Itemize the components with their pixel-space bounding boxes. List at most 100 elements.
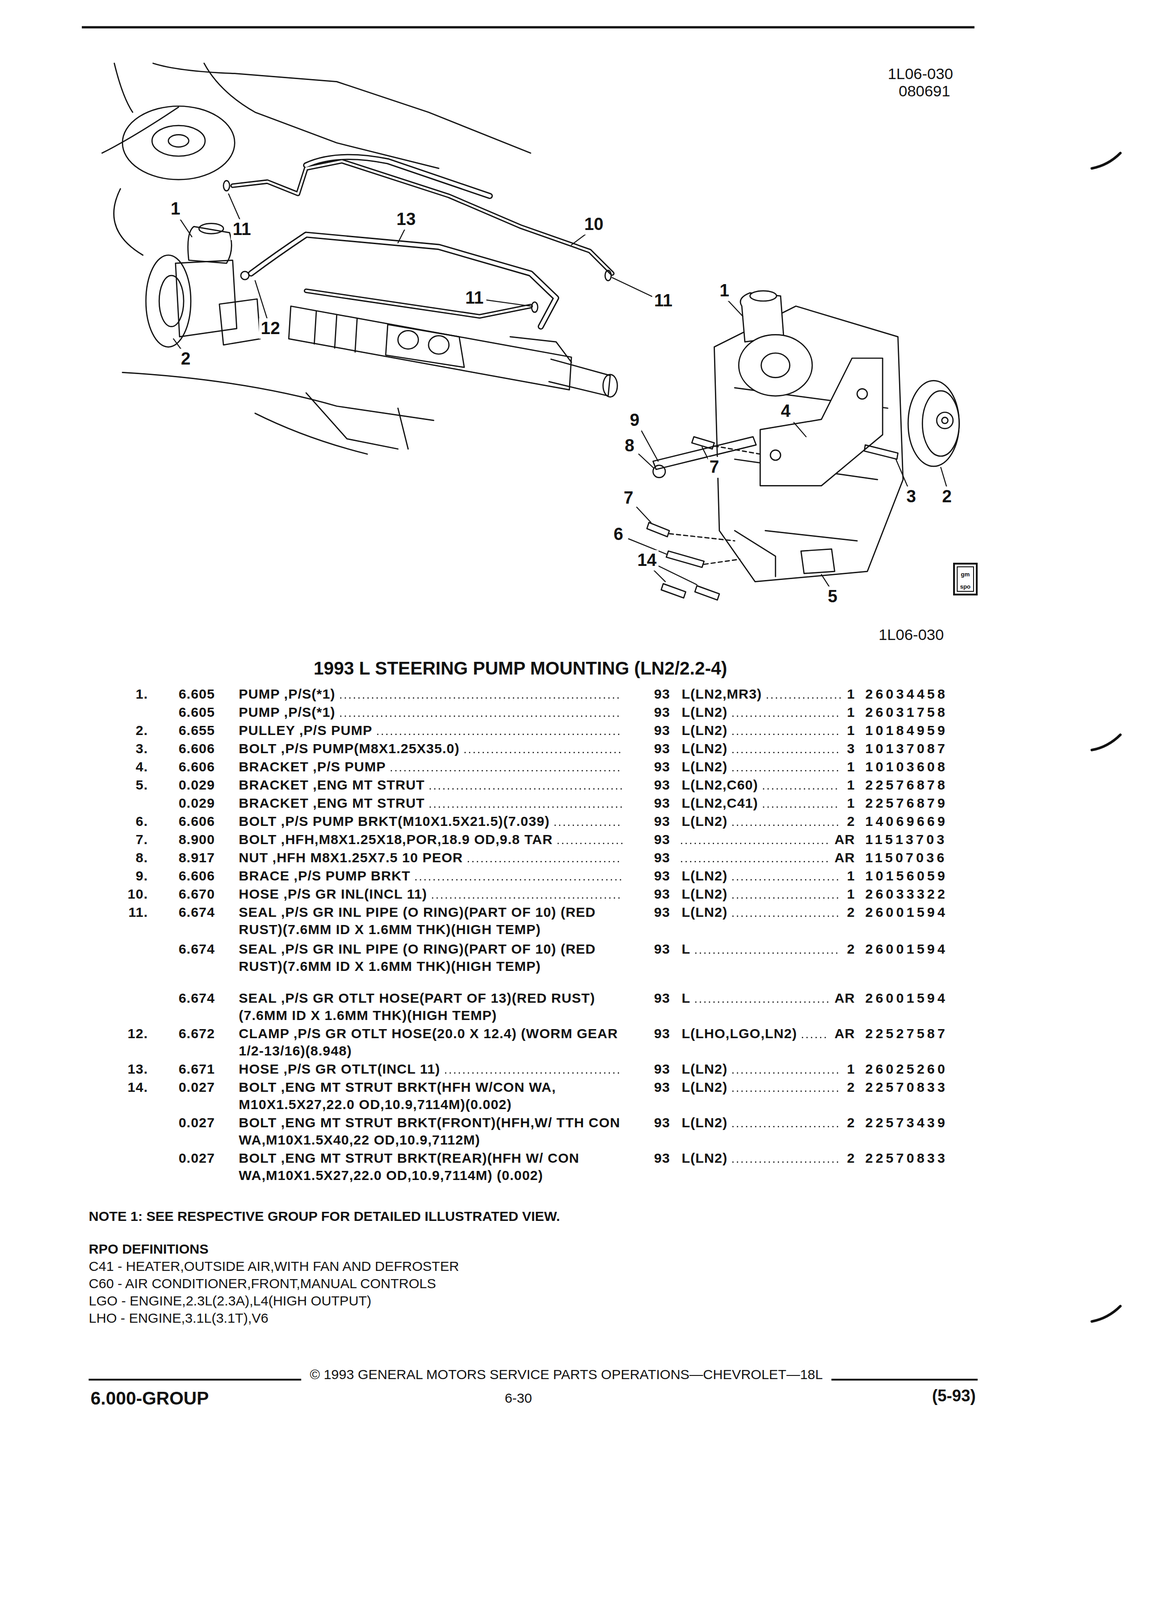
steering-gear	[549, 359, 611, 396]
part-number: 14069669	[865, 812, 948, 830]
group-code: 8.900	[178, 830, 215, 849]
body-structure	[153, 63, 531, 154]
dot-leader	[733, 1072, 841, 1074]
dot-leader	[430, 806, 623, 808]
group-code: 6.605	[178, 685, 215, 703]
group-number: 6.000-GROUP	[88, 1387, 211, 1409]
item-number: 13.	[127, 1060, 149, 1078]
model-year: 93	[654, 1114, 670, 1132]
leader-line	[173, 194, 948, 590]
part-description: BOLT ,ENG MT STRUT BRKT(REAR)(HFH W/ CON…	[238, 1149, 639, 1184]
model-year: 93	[654, 867, 670, 885]
leader-line	[228, 194, 240, 220]
dot-leader	[432, 897, 623, 899]
callout-number: 11	[652, 290, 675, 312]
quantity: 1	[847, 867, 856, 885]
steering-gear	[428, 335, 450, 355]
gm-spo-logo	[957, 566, 974, 592]
model-usage: L(LN2)	[681, 812, 728, 830]
leader-line	[653, 569, 666, 582]
model-usage: L(LN2)	[681, 903, 728, 921]
item-number: 4.	[135, 758, 148, 776]
callout-number: 2	[179, 348, 193, 370]
body-structure	[122, 372, 434, 421]
fastener	[734, 530, 776, 577]
leader-line	[612, 277, 654, 298]
gm-spo-logo	[954, 563, 977, 595]
power-steering-pump	[761, 353, 790, 378]
part-description: SEAL ,P/S GR OTLT HOSE(PART OF 13)(RED R…	[238, 989, 639, 1025]
quantity: 2	[847, 812, 856, 830]
model-year: 93	[654, 989, 670, 1007]
item-number: 3.	[135, 739, 148, 758]
dot-leader	[391, 769, 623, 772]
part-number: 22576879	[865, 794, 948, 812]
quantity: 1	[847, 794, 856, 812]
dot-leader	[733, 1125, 841, 1128]
group-code: 6.606	[178, 867, 215, 885]
assembly-line	[669, 445, 761, 565]
model-usage: L(LN2,MR3)	[681, 685, 763, 703]
quantity: 2	[847, 1149, 856, 1167]
dot-leader	[733, 915, 841, 917]
dot-leader	[733, 1161, 841, 1163]
part-number: 10103608	[865, 758, 948, 776]
power-steering-pump	[187, 226, 232, 264]
part-number: 22576878	[865, 776, 948, 794]
leader-line	[794, 422, 807, 437]
model-usage: L(LN2,C60)	[681, 776, 759, 794]
top-rule	[81, 26, 975, 29]
part-description: BOLT ,ENG MT STRUT BRKT(HFH W/CON WA, M1…	[238, 1078, 639, 1114]
callout-number: 13	[394, 209, 418, 230]
part-description: BOLT ,P/S PUMP BRKT(M10X1.5X21.5)(7.039)	[238, 812, 639, 830]
part-number: 26033322	[865, 885, 948, 903]
dot-leader	[468, 860, 623, 863]
group-code: 6.674	[178, 903, 215, 921]
dot-leader	[733, 824, 841, 826]
leader-line	[727, 299, 744, 317]
dot-leader	[558, 842, 623, 845]
dot-leader	[763, 806, 841, 808]
power-steering-pump	[145, 223, 260, 348]
leader-line	[486, 299, 531, 306]
page-title: 1993 L STEERING PUMP MOUNTING (LN2/2.2-4…	[313, 657, 728, 680]
o-ring-seal	[531, 302, 538, 313]
dot-leader	[733, 897, 841, 899]
dot-leader	[733, 769, 841, 772]
quantity: 2	[847, 940, 856, 958]
group-code: 6.670	[178, 885, 215, 903]
callout-number: 3	[904, 486, 918, 508]
model-year: 93	[654, 758, 670, 776]
assembly-line	[714, 445, 760, 455]
model-usage: L	[681, 989, 691, 1007]
part-description: PUMP ,P/S(*1)	[238, 703, 639, 721]
fastener	[800, 549, 835, 574]
model-usage: L(LN2)	[681, 1114, 728, 1132]
o-ring-seal	[604, 270, 611, 281]
item-number: 7.	[135, 830, 148, 849]
group-code: 0.029	[178, 776, 215, 794]
part-number: 10137087	[865, 739, 948, 758]
hose	[232, 161, 613, 274]
margin-mark	[1091, 734, 1121, 750]
model-usage: L(LN2)	[681, 885, 728, 903]
fastener	[653, 465, 666, 478]
steering-gear	[385, 324, 465, 368]
quantity: 1	[847, 703, 856, 721]
dot-leader	[464, 751, 623, 754]
callout-number: 12	[259, 318, 282, 340]
model-usage: L(LN2)	[681, 867, 728, 885]
model-usage: L(LHO,LGO,LN2)	[681, 1024, 798, 1043]
hose	[305, 290, 531, 317]
leader-line	[398, 228, 406, 243]
quantity: 1	[847, 776, 856, 794]
callout-number: 1	[717, 280, 731, 302]
pump-bracket	[770, 449, 781, 460]
hose	[232, 156, 613, 327]
assembly-line	[704, 559, 740, 565]
body-structure	[204, 63, 439, 169]
model-year: 93	[654, 1149, 670, 1167]
hose	[232, 161, 613, 274]
part-description: SEAL ,P/S GR INL PIPE (O RING)(PART OF 1…	[238, 940, 639, 975]
